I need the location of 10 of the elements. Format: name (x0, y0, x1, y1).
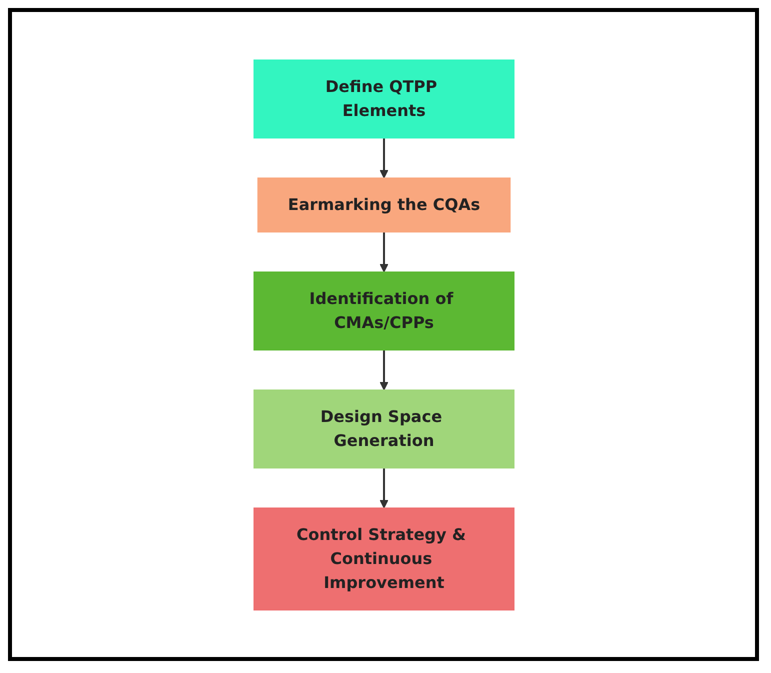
arrow (379, 350, 388, 390)
arrow (379, 138, 388, 178)
arrow (379, 468, 388, 508)
node-box (256, 177, 510, 232)
node-box (253, 271, 514, 350)
node-box (253, 507, 514, 610)
node-box (253, 389, 514, 468)
arrow (379, 232, 388, 272)
node-box (253, 59, 514, 138)
frame-border: Define QTPP Elements Earmarking the CQAs Identification of CMAs/CPPs Design Space Generation Control Strategy & Continuous Improvement (8, 8, 759, 661)
